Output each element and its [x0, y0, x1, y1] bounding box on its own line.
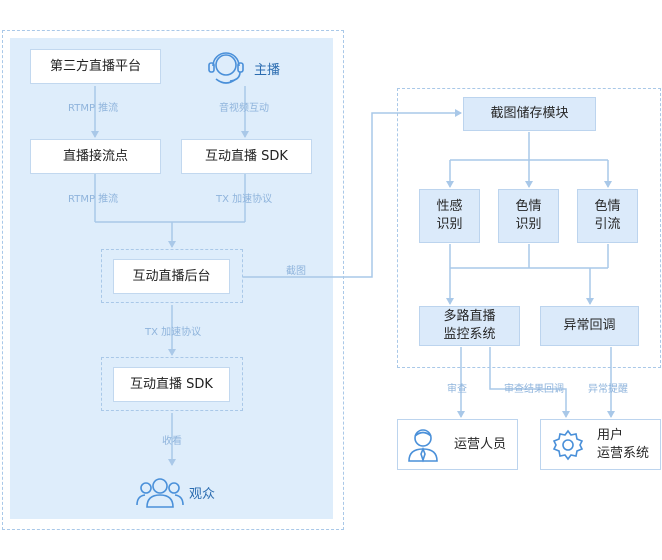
anchor-node[interactable]: 主播	[204, 49, 294, 87]
user-ops-line2: 运营系统	[597, 445, 650, 461]
live-backend-label: 互动直播后台	[132, 268, 211, 284]
exception-callback-box[interactable]: 异常回调	[540, 306, 639, 346]
audience-label: 观众	[189, 486, 216, 502]
headset-person-icon	[208, 52, 244, 84]
live-sdk-top-box[interactable]: 互动直播 SDK	[181, 139, 312, 174]
right-panel-outline	[397, 88, 661, 368]
edge-label-rtmp-1: RTMP 推流	[68, 103, 119, 114]
sdk-bottom-frame	[101, 357, 243, 411]
screenshot-storage-label: 截图储存模块	[490, 106, 569, 121]
edge-label-tx-2: TX 加速协议	[145, 327, 202, 338]
screenshot-storage-box[interactable]: 截图储存模块	[463, 97, 596, 131]
edge-label-screenshot: 截图	[286, 266, 306, 277]
edge-label-watch: 收看	[162, 436, 182, 447]
sexy-detect-box[interactable]: 性感识别	[419, 189, 480, 243]
ingest-point-label: 直播接流点	[62, 148, 128, 164]
monitor-system-line1: 多路直播	[443, 309, 496, 324]
operator-person-icon	[408, 428, 438, 463]
live-sdk-bottom-label: 互动直播 SDK	[130, 376, 213, 392]
backend-frame	[101, 249, 243, 303]
anchor-label: 主播	[254, 62, 281, 78]
third-party-platform-label: 第三方直播平台	[49, 58, 141, 74]
ingest-point-box[interactable]: 直播接流点	[30, 139, 161, 174]
porn-detect-line2: 识别	[515, 217, 542, 232]
edge-label-alert: 异常提醒	[588, 384, 628, 395]
edge-screenshot	[243, 109, 462, 278]
edge-label-review-result: 审查结果回调	[504, 384, 564, 395]
operators-box[interactable]: 运营人员	[397, 419, 518, 470]
left-panel-outline	[2, 30, 344, 530]
monitor-system-line2: 监控系统	[443, 327, 496, 342]
porn-drainage-box[interactable]: 色情引流	[577, 189, 638, 243]
gear-icon	[552, 429, 584, 460]
edge-review-result	[489, 347, 570, 418]
edge-label-av-interaction: 音视频互动	[219, 103, 269, 114]
sexy-detect-line1: 性感	[436, 199, 463, 214]
edge-label-tx-1: TX 加速协议	[216, 194, 273, 205]
live-sdk-top-label: 互动直播 SDK	[205, 148, 288, 164]
porn-drainage-line2: 引流	[594, 217, 621, 232]
porn-drainage-line1: 色情	[594, 199, 621, 214]
edge-label-review: 审查	[447, 384, 467, 395]
user-ops-line1: 用户	[597, 427, 624, 443]
live-sdk-bottom-box[interactable]: 互动直播 SDK	[113, 367, 230, 402]
exception-callback-label: 异常回调	[563, 318, 616, 333]
edge-label-rtmp-2: RTMP 推流	[68, 194, 119, 205]
porn-detect-line1: 色情	[515, 199, 542, 214]
audience-node[interactable]: 观众	[135, 474, 225, 510]
sexy-detect-line2: 识别	[436, 217, 463, 232]
live-backend-box[interactable]: 互动直播后台	[113, 259, 230, 294]
monitor-system-box[interactable]: 多路直播监控系统	[419, 306, 520, 346]
audience-group-icon	[136, 478, 184, 508]
operators-label: 运营人员	[454, 436, 507, 452]
user-ops-system-box[interactable]: 用户运营系统	[540, 419, 661, 470]
porn-detect-box[interactable]: 色情识别	[498, 189, 559, 243]
third-party-platform-box[interactable]: 第三方直播平台	[30, 49, 161, 84]
